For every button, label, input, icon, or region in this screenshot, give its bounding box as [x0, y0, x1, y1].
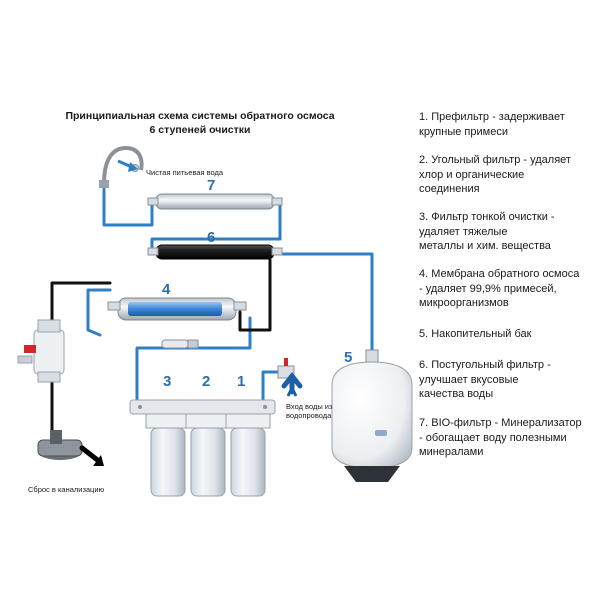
diagram-subtitle: 6 ступеней очистки [149, 124, 251, 136]
diagram-title: Принципиальная схема системы обратного о… [65, 110, 335, 122]
tube-tank-to-stage6 [280, 252, 374, 358]
stage2-housing [185, 413, 231, 497]
stage-number-2: 2 [202, 373, 210, 390]
valve-icon [17, 319, 65, 383]
stage-number-4: 4 [162, 281, 171, 298]
drain-icon [37, 430, 104, 466]
stage-number-6: 6 [207, 229, 215, 246]
stage3-housing [145, 413, 191, 497]
tube-stage7-to-faucet [102, 181, 154, 227]
clean-water-label: Чистая питьевая вода [146, 168, 224, 177]
tube-inlet [261, 370, 280, 402]
inlet-label-line1: Вход воды из [286, 402, 333, 411]
tube-membrane-to-tank [238, 258, 272, 332]
legend-item-2: 2. Угольный фильтр - удаляет хлор и орга… [419, 154, 571, 195]
inlet-arrow-icon [281, 371, 303, 397]
flow-arrow-icon [117, 159, 138, 172]
stage6-filter [147, 244, 283, 260]
legend-item-7: 7. BIO-фильтр - Минерализатор - обогащае… [419, 417, 582, 458]
stage-number-7: 7 [207, 177, 215, 194]
inlet-label-line2: водопровода [286, 411, 332, 420]
drain-label: Сброс в канализацию [28, 485, 105, 494]
storage-tank [331, 349, 413, 482]
tube-stage3-to-membrane [135, 316, 252, 402]
stage-number-3: 3 [163, 373, 171, 390]
stage-number-5: 5 [344, 349, 352, 366]
legend-item-4: 4. Мембрана обратного осмоса - удаляет 9… [419, 268, 580, 309]
stage-number-1: 1 [237, 373, 245, 390]
stage4-membrane [107, 297, 247, 321]
tube-membrane-left [86, 288, 112, 337]
legend-item-3: 3. Фильтр тонкой очистки - удаляет тяжел… [419, 211, 555, 252]
stage1-housing [225, 413, 271, 497]
flow-restrictor [161, 339, 199, 349]
prefilter-bracket [129, 399, 276, 415]
legend-item-1: 1. Префильтр - задерживает крупные приме… [419, 111, 565, 138]
legend-item-5: 5. Накопительный бак [419, 328, 532, 340]
tube-stage6-to-stage7 [150, 204, 282, 253]
stage7-filter [147, 193, 283, 210]
legend-item-6: 6. Постугольный фильтр - улучшает вкусов… [419, 359, 551, 400]
